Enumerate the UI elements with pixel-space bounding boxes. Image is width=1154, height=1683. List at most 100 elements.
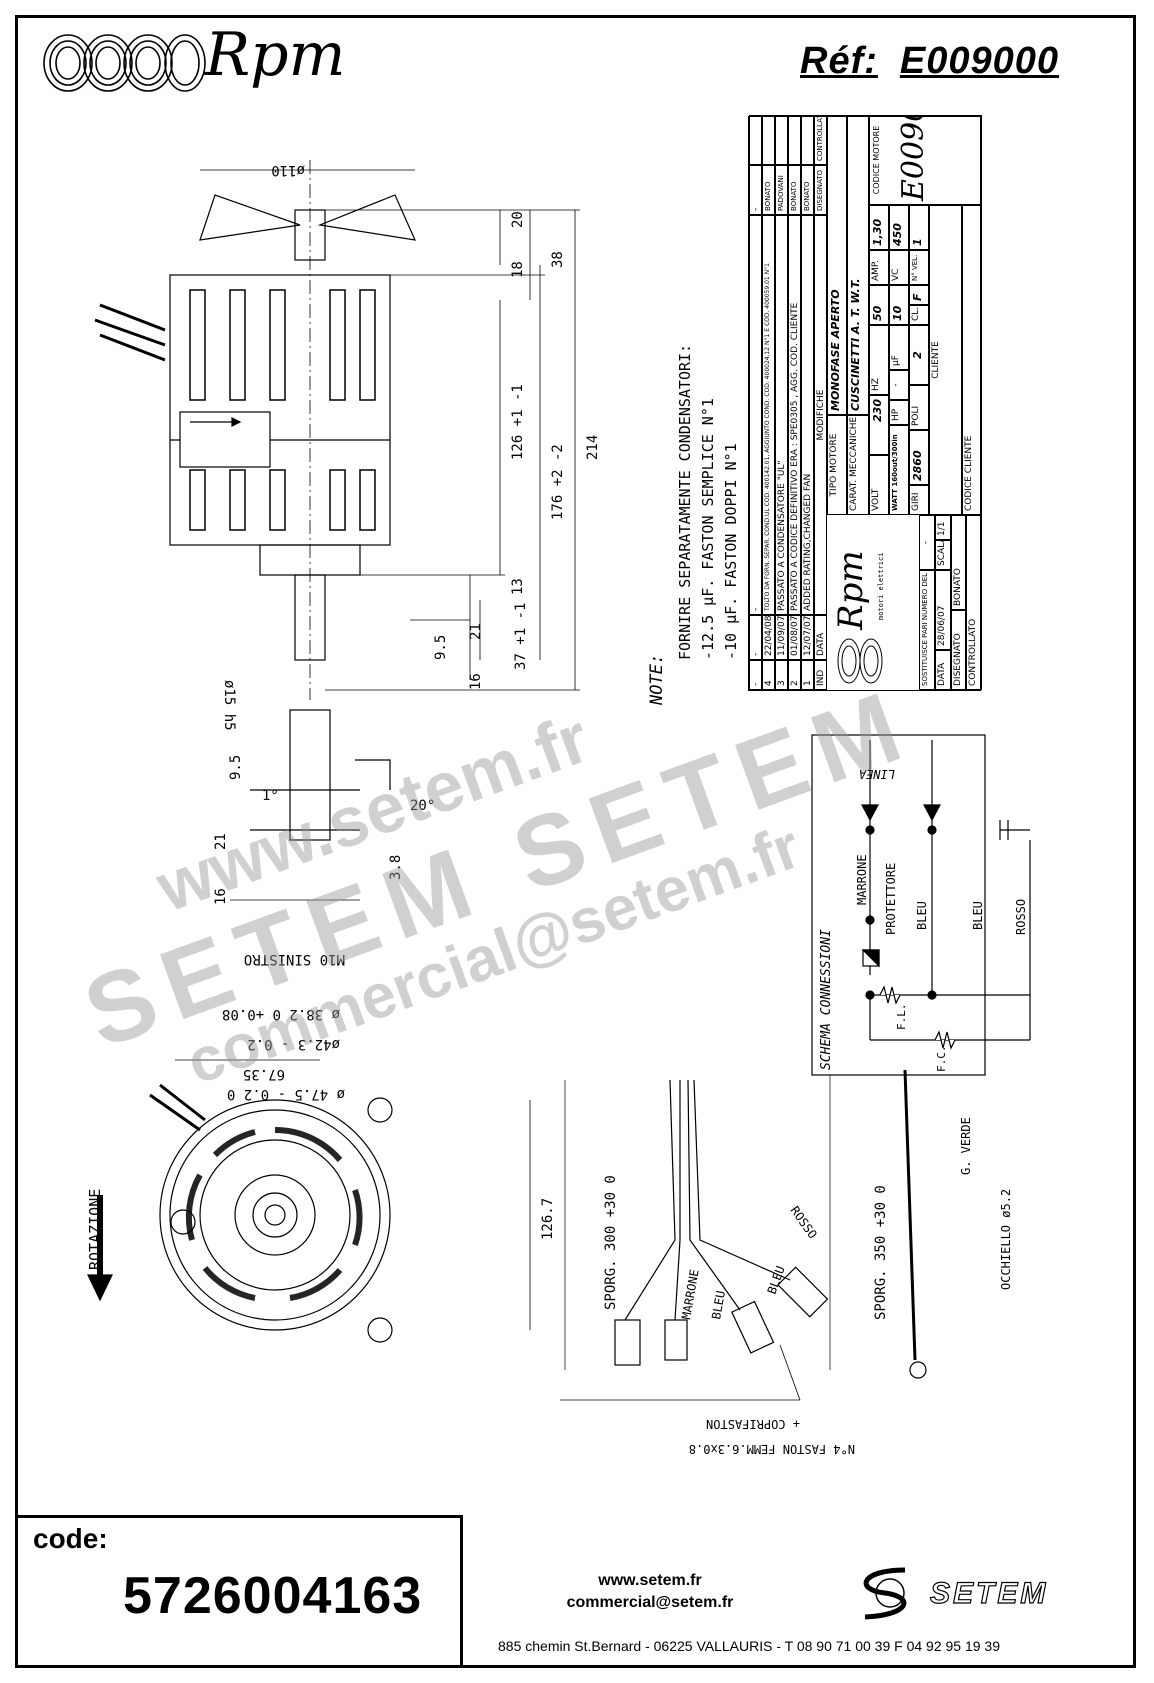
tb-dash: - bbox=[749, 215, 762, 615]
rev-modification: PASSATO A CONDENSATORE "UL" bbox=[775, 215, 788, 615]
revision-row: 4 22/04/08 TOLTO DA FORN. SEPAR. COND.UL… bbox=[762, 115, 775, 690]
wire-marrone: MARRONE bbox=[679, 1268, 702, 1320]
wire-harness bbox=[560, 1069, 927, 1401]
revision-table: 4 22/04/08 TOLTO DA FORN. SEPAR. COND.UL… bbox=[762, 115, 827, 690]
schema-bleu-2: BLEU bbox=[971, 901, 985, 930]
rpm-logo: Rpm bbox=[40, 20, 370, 98]
watt-label: WATT 160out/300in bbox=[889, 425, 909, 515]
uf-value: 10 bbox=[889, 285, 909, 325]
rev-drawn-by: PADOVANI bbox=[775, 165, 788, 215]
dim-16: 16 bbox=[468, 673, 484, 690]
revision-row: 3 11/09/07 PASSATO A CONDENSATORE "UL" P… bbox=[775, 115, 788, 690]
tb-brand-sub: motori elettrici bbox=[877, 552, 885, 620]
rev-ind: 4 bbox=[762, 660, 775, 690]
drawn-value: BONATO bbox=[951, 515, 966, 610]
rev-date: 01/08/07 bbox=[788, 615, 801, 660]
setem-swirl-icon bbox=[863, 1567, 907, 1620]
sporg-350: SPORG. 350 +30 0 bbox=[873, 1185, 889, 1320]
coil-logo-icon bbox=[837, 638, 883, 684]
client-code-label: CODICE CLIENTE bbox=[962, 205, 982, 515]
faston-note: N°4 FASTON FEMM.6.3x0.8 bbox=[689, 1442, 855, 1456]
ref-label: Réf: bbox=[800, 40, 878, 82]
tb-empty bbox=[749, 115, 762, 165]
hdr-checked: CONTROLLATO bbox=[814, 115, 827, 165]
schema-marrone: MARRONE bbox=[855, 854, 869, 905]
email-link[interactable]: commercial@setem.fr bbox=[566, 1594, 734, 1611]
rpm-value: 2860 bbox=[909, 430, 929, 485]
dim-21: 21 bbox=[468, 623, 484, 640]
amp-value: 1,30 bbox=[869, 205, 889, 250]
sost-label: SOSTITUISCE PARI NUMERO DEL bbox=[919, 570, 935, 690]
thread-m10: M10 SINISTRO bbox=[244, 951, 345, 967]
dim-176: 176 +2 -2 bbox=[550, 444, 566, 520]
shaft-3-8: 3.8 bbox=[388, 855, 404, 880]
diameter-47-5: ø 47.5 - 0.2 0 bbox=[227, 1086, 345, 1102]
volt-value: 230 bbox=[869, 395, 889, 455]
dim-214: 214 bbox=[585, 435, 601, 460]
speeds-label: N° VEL. bbox=[909, 250, 929, 285]
client-label: CLIENTE bbox=[929, 205, 962, 515]
shaft-angle-20: 20° bbox=[410, 798, 435, 814]
dim-13: 13 bbox=[510, 578, 526, 595]
code-box: code: 5726004163 bbox=[15, 1515, 463, 1668]
title-block: - - - - 4 22/04/08 TOLTO DA FORN. SEPAR.… bbox=[748, 115, 982, 691]
schema-title: SCHEMA CONNESSIONI bbox=[819, 929, 834, 1070]
fan-blade bbox=[199, 194, 416, 241]
faston-cover: + COPRIFASTON bbox=[706, 1417, 800, 1431]
dim-38: 38 bbox=[550, 251, 566, 268]
mech-label: CARAT. MECCANICHE bbox=[847, 415, 869, 515]
eyelet-label: OCCHIELLO ø5.2 bbox=[999, 1189, 1013, 1290]
website-link[interactable]: www.setem.fr bbox=[598, 1572, 702, 1589]
volt-label: VOLT bbox=[869, 455, 889, 515]
amp-label: AMP. bbox=[869, 250, 889, 285]
class-label: CL. bbox=[909, 305, 929, 325]
schema-rosso: ROSSO bbox=[1014, 899, 1028, 935]
hp-value: - bbox=[889, 370, 909, 400]
schema-linea: LINEA bbox=[859, 767, 895, 781]
rev-drawn-by: BONATO bbox=[801, 165, 814, 215]
date-value: 28/06/07 bbox=[935, 570, 951, 650]
dim-126-7: 126.7 bbox=[540, 1198, 556, 1240]
dim-20: 20 bbox=[510, 211, 526, 228]
rev-drawn-by: BONATO bbox=[788, 165, 801, 215]
shaft-9-5: 9.5 bbox=[228, 755, 244, 780]
note-line-3: -10 µF. FASTON DOPPI N°1 bbox=[722, 443, 740, 660]
drawn-label: DISEGNATO bbox=[951, 610, 966, 690]
rev-date: 12/07/07 bbox=[801, 615, 814, 660]
rpm-label: GIRI bbox=[909, 485, 929, 515]
scale-label: SCALA bbox=[935, 540, 951, 570]
rev-date: 11/09/07 bbox=[775, 615, 788, 660]
rev-ind: 2 bbox=[788, 660, 801, 690]
schema-fc: F.C. bbox=[935, 1046, 948, 1073]
drawing-frame bbox=[15, 15, 1136, 1668]
shaft-21: 21 bbox=[213, 833, 229, 850]
rev-checked bbox=[775, 115, 788, 165]
contact-info: www.setem.fr commercial@setem.fr bbox=[520, 1570, 780, 1614]
hdr-date: DATA bbox=[814, 615, 827, 660]
hdr-modifications: MODIFICHE bbox=[814, 215, 827, 615]
dim-fan-diameter: ø110 bbox=[271, 162, 305, 178]
dim-37: 37 +1 -1 bbox=[513, 603, 529, 670]
vc-value: 450 bbox=[889, 205, 909, 250]
brand-name: Rpm bbox=[205, 20, 346, 90]
dim-126: 126 +1 -1 bbox=[510, 384, 526, 460]
motor-code-box: CODICE MOTORE E0090.00 bbox=[869, 115, 982, 205]
tb-dash: - bbox=[749, 615, 762, 660]
rev-modification: ADDED RATING,CHANGED FAN bbox=[801, 215, 814, 615]
rotation-label: ROTAZIONE bbox=[86, 1189, 104, 1270]
schema-fl: F.L. bbox=[895, 1004, 908, 1031]
poles-value: 2 bbox=[909, 325, 929, 385]
sporg-300: SPORG. 300 +30 0 bbox=[603, 1175, 619, 1310]
dim-9-5: 9.5 bbox=[433, 635, 449, 660]
scale-value: 1/1 bbox=[935, 515, 951, 540]
dim-67-35: 67.35 bbox=[243, 1066, 285, 1082]
ref-value: E009000 bbox=[899, 40, 1060, 82]
dim-18: 18 bbox=[510, 261, 526, 278]
shaft-diameter: ø15 h5 bbox=[221, 680, 237, 731]
date-label: DATA bbox=[935, 650, 951, 690]
rpm-block: Rpm motori elettrici bbox=[827, 515, 919, 690]
uf-label: µF bbox=[889, 325, 909, 370]
setem-wordmark: SETEM bbox=[929, 1576, 1049, 1610]
rev-checked bbox=[762, 115, 775, 165]
code-value: 5726004163 bbox=[123, 1567, 423, 1625]
